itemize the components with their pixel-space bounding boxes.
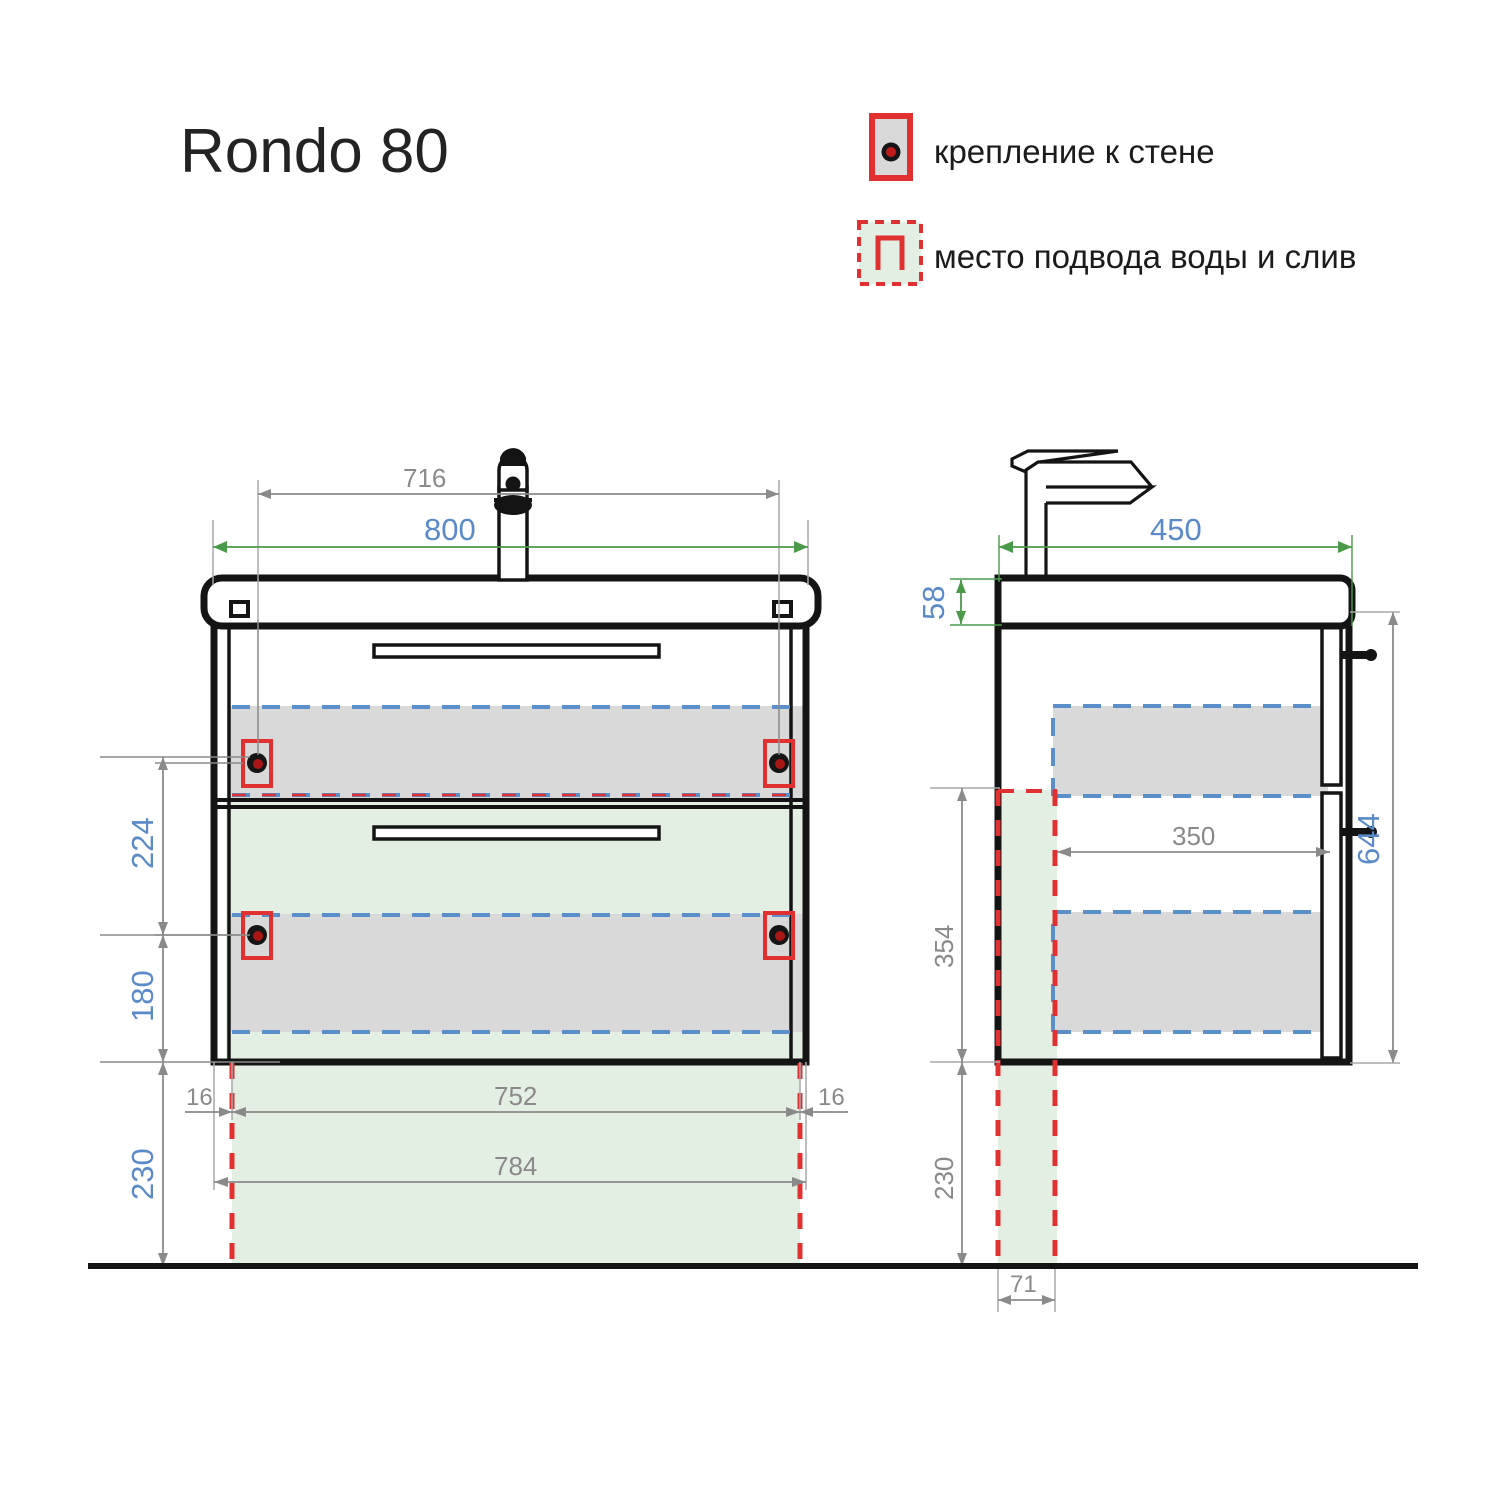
wall-mount-icon: [869, 113, 913, 181]
front-dim-800-label: 800: [424, 512, 476, 547]
wall-mount-marker: [763, 911, 795, 960]
side-dim-58: 58: [916, 578, 1002, 626]
front-dim-16-right-label: 16: [818, 1084, 845, 1111]
legend-item-wall-mount: крепление к стене: [869, 113, 1215, 181]
side-dim-230-label: 230: [929, 1157, 959, 1200]
side-handle-upper[interactable]: [1341, 649, 1377, 661]
legend: крепление к стене место подвода воды и с…: [857, 113, 1356, 286]
side-dim-354: 354: [929, 788, 967, 1062]
side-dim-71: 71: [997, 1266, 1056, 1312]
front-dim-180-label: 180: [125, 970, 160, 1022]
front-dim-752: 752: [232, 1081, 800, 1117]
side-dim-450-label: 450: [1150, 512, 1202, 547]
side-dim-644: 644: [1350, 611, 1400, 1064]
front-extension-lines: [212, 480, 809, 620]
side-dim-450: 450: [998, 512, 1353, 626]
page-title: Rondo 80: [180, 117, 449, 186]
front-dim-230-label: 230: [125, 1148, 160, 1200]
side-drawer-fronts: [1320, 618, 1343, 1060]
front-dim-784-label: 784: [494, 1151, 537, 1181]
front-dim-230: 230: [125, 1062, 168, 1266]
side-dim-350-label: 350: [1172, 821, 1215, 851]
front-dim-16-left: 16: [185, 1084, 232, 1117]
front-view: 716 800 224 180: [100, 448, 848, 1267]
side-dim-71-label: 71: [1010, 1271, 1037, 1298]
front-faucet: [494, 448, 532, 582]
front-dim-716-label: 716: [403, 463, 446, 493]
side-basin: [994, 574, 1356, 630]
side-dim-644-label: 644: [1351, 813, 1386, 865]
side-water-zone: [998, 790, 1057, 1266]
side-dim-230: 230: [929, 1062, 967, 1266]
front-dim-800: 800: [213, 512, 808, 553]
front-dim-784: 784: [214, 1151, 806, 1187]
front-basin: [200, 574, 822, 630]
water-supply-icon: [857, 220, 923, 286]
legend-item-water-supply: место подвода воды и слив: [857, 220, 1356, 286]
front-drawer-band-upper: [229, 706, 804, 798]
side-faucet: [1010, 449, 1157, 578]
front-handle-upper[interactable]: [372, 643, 661, 659]
side-dim-354-label: 354: [929, 925, 959, 968]
side-handle-lower[interactable]: [1341, 826, 1377, 838]
legend-label-wall-mount: крепление к стене: [934, 133, 1215, 170]
front-handle-lower[interactable]: [372, 825, 661, 841]
front-dim-180: 180: [125, 935, 168, 1062]
front-dim-752-label: 752: [494, 1081, 537, 1111]
front-dim-16-right: 16: [800, 1084, 848, 1117]
side-drawer-box-upper: [1053, 706, 1328, 796]
front-dim-224-label: 224: [125, 817, 160, 869]
front-mount-vertical-leaders: [257, 620, 780, 755]
front-drawer-band-lower: [229, 914, 804, 1032]
front-dim-224: 224: [125, 757, 168, 935]
side-drawer-box-lower: [1053, 912, 1328, 1032]
side-dim-350: 350: [1057, 821, 1330, 857]
side-dim-58-label: 58: [916, 586, 951, 620]
side-view: 450 58 350: [916, 449, 1400, 1312]
front-bottom-extlines: [213, 1062, 807, 1190]
front-dim-716: 716: [258, 463, 779, 499]
legend-label-water-supply: место подвода воды и слив: [934, 238, 1356, 275]
front-water-zone-below: [232, 1063, 800, 1266]
front-dim-16-left-label: 16: [186, 1084, 213, 1111]
